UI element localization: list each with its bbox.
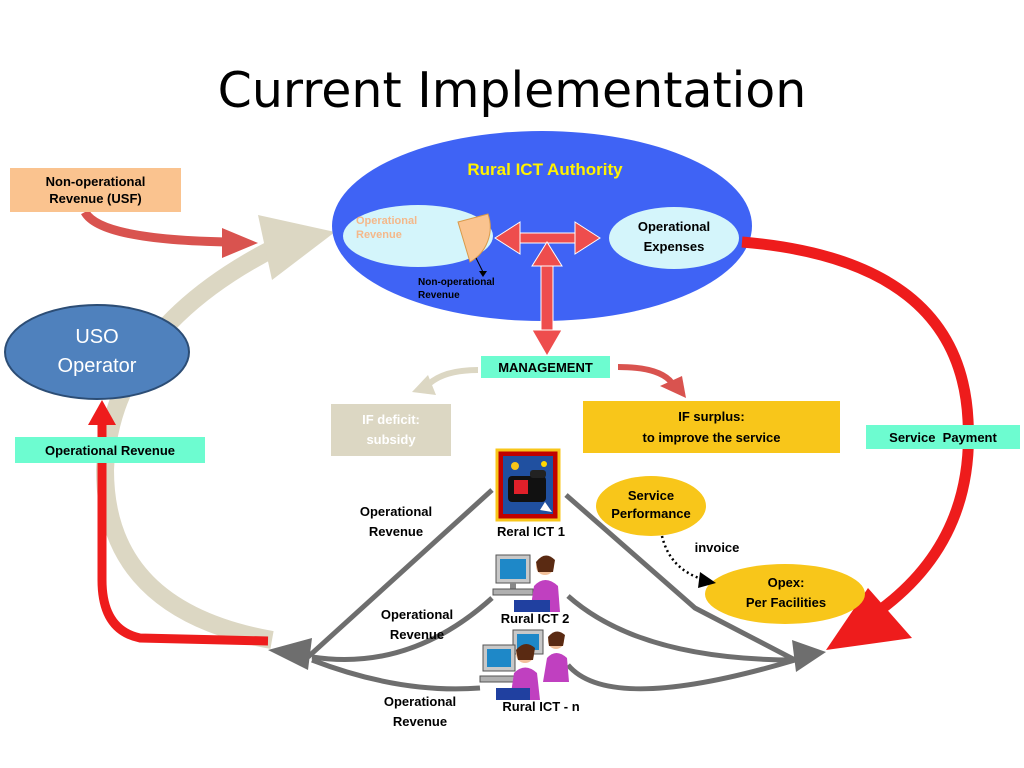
rural-ict-2-icon: [492, 554, 560, 612]
opex-ellipse: [705, 564, 865, 624]
non-operational-revenue-label: Non-operational Revenue: [418, 277, 495, 301]
operational-revenue-bubble: [343, 205, 493, 267]
operational-revenue-label-2: Operational Revenue: [380, 607, 454, 642]
if-deficit-box: IF deficit: subsidy: [331, 404, 451, 456]
management-arrow-top-head: [531, 241, 563, 267]
service-performance-label: Service Performance: [611, 488, 691, 521]
rural-ict-n-label: Rural ICT - n: [502, 699, 580, 714]
gray-line-ictn-right: [566, 657, 796, 692]
beige-loop-arrowhead: [258, 215, 335, 280]
revenue-pie-pointer: [475, 257, 484, 273]
non-operational-revenue-usf-box: Non-operational Revenue (USF): [10, 168, 181, 212]
rural-ict-1-icon: [495, 448, 561, 522]
red-return-arrow: [97, 420, 269, 646]
invoice-arrowhead: [698, 572, 716, 588]
right-convergence-arrowhead: [792, 640, 826, 672]
surplus-arrowhead: [660, 376, 686, 398]
operational-revenue-box: Operational Revenue: [15, 437, 205, 463]
service-payment-arrow: [741, 236, 974, 615]
operational-revenue-label: Operational Revenue: [356, 215, 418, 241]
authority-title: Rural ICT Authority: [467, 160, 623, 179]
revenue-pie-slice: [457, 213, 491, 263]
rural-ict-2-label: Rural ICT 2: [500, 611, 570, 626]
if-surplus-box: IF surplus: to improve the service: [583, 401, 840, 453]
gray-line-ict2-left: [311, 596, 494, 662]
gray-line-ict2-right: [566, 594, 796, 663]
service-payment-arrowhead: [826, 588, 912, 650]
rural-ict-authority-ellipse: [332, 131, 752, 321]
invoice-dotted-arrow: [660, 535, 706, 582]
opex-label: Opex: Per Facilities: [745, 575, 827, 610]
deficit-arrowhead: [412, 375, 436, 395]
red-return-arrowhead: [88, 400, 116, 425]
service-performance-ellipse: [596, 476, 706, 536]
operational-revenue-label-3: Operational Revenue: [383, 694, 457, 729]
expense-arrow-left-head: [494, 221, 521, 255]
management-double-arrow-shaft: [540, 261, 554, 333]
uso-operator-label: USO Operator: [57, 326, 137, 377]
gray-line-ict1-right: [564, 493, 797, 663]
gray-line-ictn-left: [311, 657, 481, 692]
left-convergence-arrowhead: [268, 638, 312, 670]
operational-revenue-label-1: Operational Revenue: [359, 504, 433, 539]
usf-arrowhead: [222, 228, 258, 258]
invoice-label: invoice: [694, 540, 740, 555]
gray-line-ict1-left: [306, 488, 494, 659]
management-box: MANAGEMENT: [481, 356, 610, 378]
rural-ict-1-label: Reral ICT 1: [497, 524, 565, 539]
expense-double-arrow-shaft: [513, 232, 577, 244]
expense-arrow-right-head: [574, 221, 601, 255]
management-arrow-bottom-head: [531, 329, 563, 358]
service-payment-box: Service Payment: [866, 425, 1020, 449]
revenue-pie-pointer-head: [479, 271, 487, 277]
operational-expenses-bubble: [609, 207, 739, 269]
page-title: Current Implementation: [217, 62, 807, 119]
deficit-arrow: [422, 367, 479, 391]
surplus-arrow: [617, 364, 675, 386]
operational-expenses-label: Operational Expenses: [637, 219, 711, 254]
usf-arrow: [81, 209, 231, 247]
uso-operator-ellipse: [4, 304, 190, 400]
rural-ict-n-icon: [479, 629, 569, 700]
